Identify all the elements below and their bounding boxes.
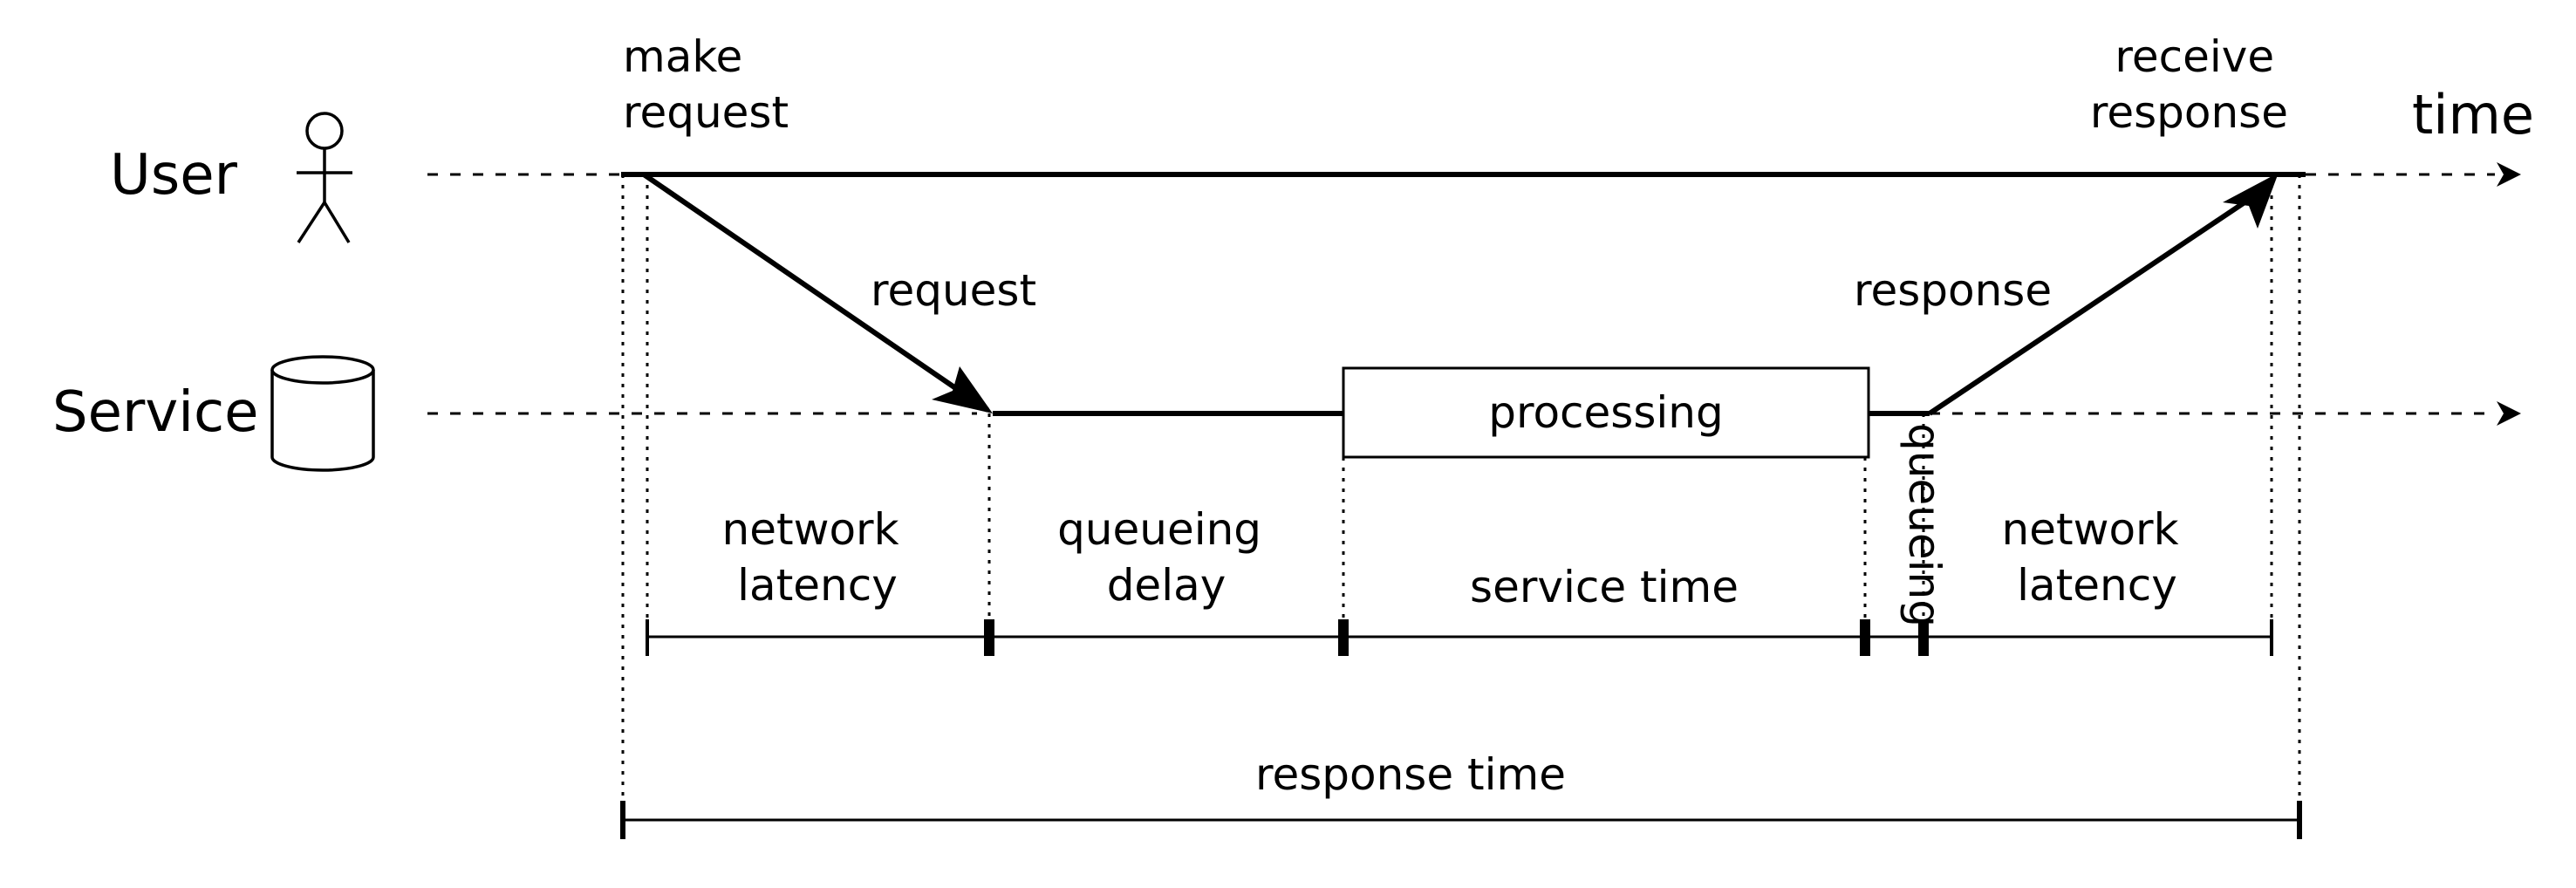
service-lane-label: Service bbox=[52, 380, 259, 445]
receive-response-line-1: receive bbox=[2115, 31, 2274, 82]
network-latency-2-line-1: network bbox=[2002, 504, 2179, 555]
processing-box bbox=[1342, 366, 1870, 459]
response-arrow bbox=[1928, 184, 2270, 416]
time-arrowhead-icon bbox=[2497, 162, 2521, 187]
time-axis-label: time bbox=[2412, 83, 2534, 147]
queueing-delay-line-2: delay bbox=[1107, 560, 1227, 611]
user-icon bbox=[297, 112, 352, 243]
user-lane-label: User bbox=[110, 143, 238, 208]
receive-response-label: receive response bbox=[2090, 31, 2288, 138]
network-latency-label-2: network latency bbox=[2002, 504, 2193, 611]
queueing-label: queueing bbox=[1899, 423, 1950, 627]
queueing-delay-line-1: queueing bbox=[1057, 504, 1261, 555]
processing-label: processing bbox=[1488, 387, 1723, 438]
network-latency-1-line-1: network bbox=[722, 504, 899, 555]
request-arrow bbox=[642, 172, 989, 413]
response-time-bar bbox=[620, 801, 2302, 839]
receive-response-line-2: response bbox=[2090, 87, 2288, 138]
guide-lines bbox=[621, 174, 2301, 803]
network-latency-label-1: network latency bbox=[722, 504, 913, 611]
make-request-line-1: make bbox=[623, 31, 742, 82]
response-time-label: response time bbox=[1255, 749, 1566, 800]
response-arrowhead-icon bbox=[2223, 173, 2279, 229]
queueing-delay-label: queueing delay bbox=[1057, 504, 1275, 611]
time-arrowhead-icon bbox=[2497, 401, 2521, 426]
network-latency-2-line-2: latency bbox=[2017, 560, 2177, 611]
request-arrowhead-icon bbox=[932, 366, 993, 413]
service-timeline bbox=[427, 401, 2521, 426]
request-arrow-label: request bbox=[871, 265, 1036, 316]
segment-timeline bbox=[646, 619, 2273, 656]
user-timeline bbox=[427, 162, 2521, 187]
make-request-line-2: request bbox=[623, 87, 789, 138]
service-time-label: service time bbox=[1470, 562, 1739, 612]
response-arrow-label: response bbox=[1854, 265, 2052, 316]
database-icon bbox=[270, 355, 375, 472]
make-request-label: make request bbox=[623, 31, 789, 138]
network-latency-1-line-2: latency bbox=[737, 560, 898, 611]
